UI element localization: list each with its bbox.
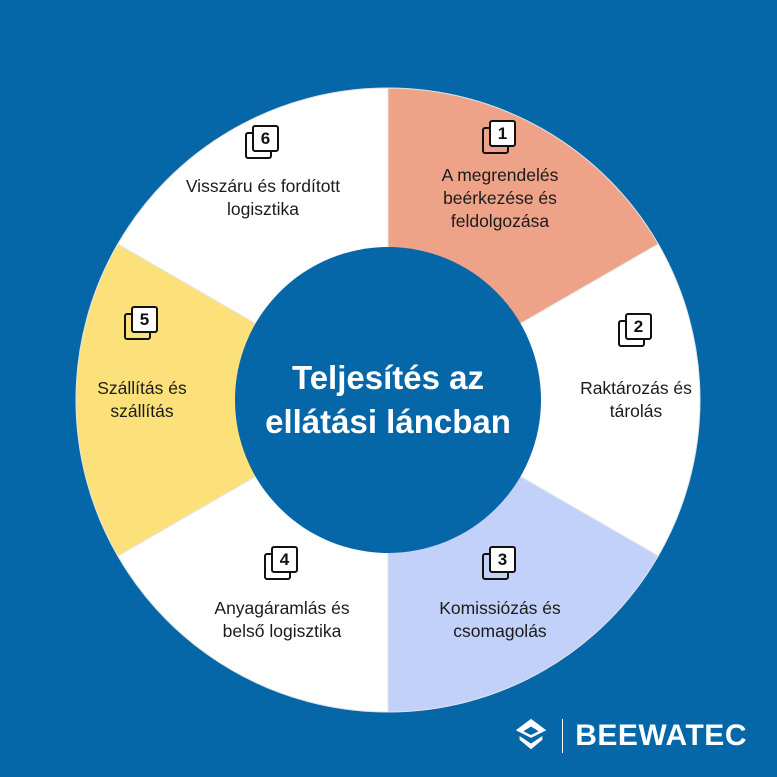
step-number: 4 bbox=[271, 546, 298, 573]
step-1-label: A megrendelés beérkezése és feldolgozása bbox=[441, 165, 559, 231]
step-2-label: Raktározás és tárolás bbox=[580, 378, 692, 421]
center-title: Teljesítés az ellátási láncban bbox=[265, 359, 511, 440]
brand-name: BEEWATEC bbox=[575, 719, 747, 752]
brand-divider bbox=[561, 719, 564, 753]
step-5-icon: 5 bbox=[124, 306, 160, 342]
segment-2 bbox=[386, 243, 701, 557]
step-4-icon: 4 bbox=[264, 546, 300, 582]
step-5-label: Szállítás és szállítás bbox=[97, 378, 187, 421]
step-3-icon: 3 bbox=[482, 546, 518, 582]
step-6-label: Visszáru és fordított logisztika bbox=[185, 176, 341, 219]
step-number: 5 bbox=[131, 306, 158, 333]
step-4-label: Anyagáramlás és belső logisztika bbox=[214, 598, 350, 641]
step-number: 6 bbox=[252, 125, 279, 152]
step-number: 1 bbox=[489, 120, 516, 147]
step-3-label: Komissiózás és csomagolás bbox=[439, 598, 561, 641]
step-number: 3 bbox=[489, 546, 516, 573]
step-6-icon: 6 bbox=[245, 125, 281, 161]
brand-mark: BEEWATEC bbox=[512, 717, 747, 755]
center-circle bbox=[235, 247, 541, 553]
step-2-icon: 2 bbox=[618, 313, 654, 349]
step-1-icon: 1 bbox=[482, 120, 518, 156]
step-number: 2 bbox=[625, 313, 652, 340]
beewatec-logo-icon bbox=[515, 718, 546, 750]
